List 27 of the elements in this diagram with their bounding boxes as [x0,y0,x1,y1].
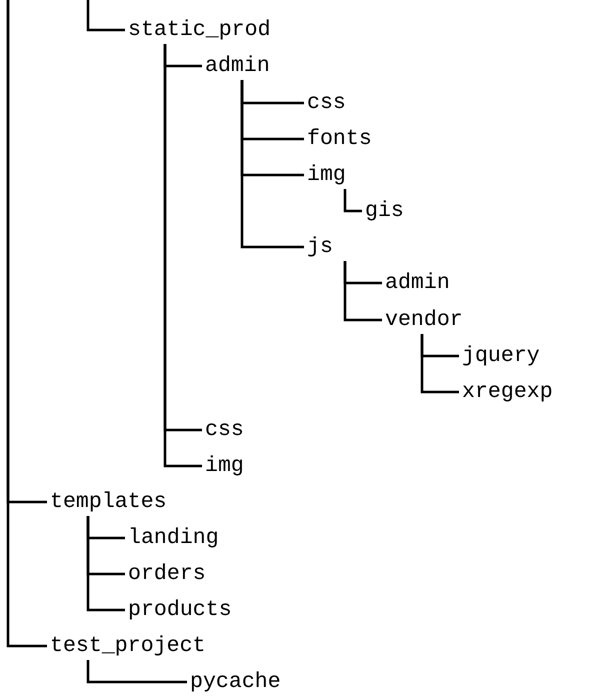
folder-name: templates [50,489,167,515]
folder-name: jquery [462,343,540,369]
folder-name: admin [385,270,450,296]
folder-name: js [307,234,333,260]
tree-connector [6,0,47,648]
tree-connector [240,80,304,248]
folder-name: css [307,90,346,116]
tree-connector [344,189,362,212]
folder-name: img [205,453,244,479]
folder-name: fonts [307,126,372,152]
folder-name: gis [365,198,404,224]
folder-name: admin [205,53,270,79]
tree-connector [86,516,125,612]
folder-name: css [205,417,244,443]
folder-name: orders [128,561,206,587]
tree-connector [344,261,382,322]
folder-name: vendor [385,307,463,333]
folder-name: img [307,162,346,188]
folder-name: static_prod [128,17,271,43]
folder-name: landing [128,525,219,551]
folder-name: test_project [50,633,206,659]
tree-connector [86,660,187,684]
folder-name: pycache [190,669,281,695]
folder-name: xregexp [462,379,553,405]
folder-name: products [128,597,232,623]
tree-connector [420,334,459,394]
tree-connector [86,0,125,32]
